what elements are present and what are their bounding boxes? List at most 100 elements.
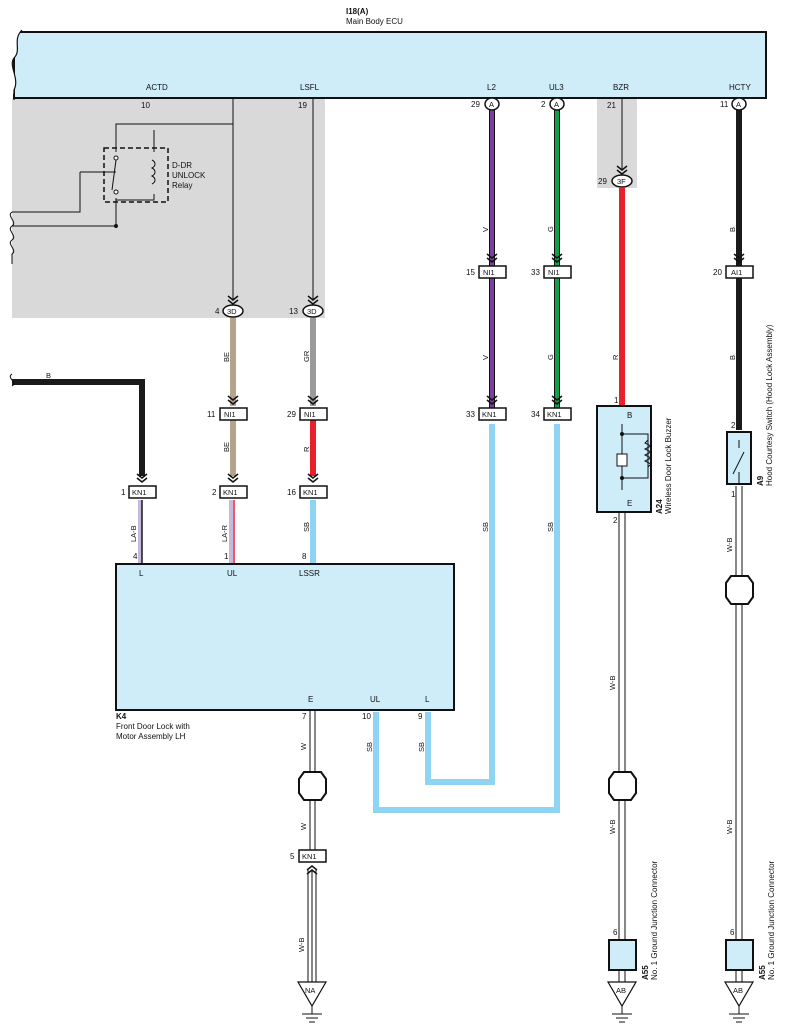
k4-pin-lssr: LSSR [299,569,320,578]
k4-pin-ul: UL [227,569,238,578]
label-wire-sb-l2: SB [481,522,490,532]
pin-lsfl: 19 [298,101,307,110]
ecu-terminal-bzr: BZR [613,83,629,92]
pin-buzzer-top: 1 [614,396,619,405]
label-wire-r-buzzer: R [611,354,620,360]
label-wire-w-b-buzzer-1: W-B [608,676,617,690]
connector-kn1-v: KN1 [478,407,507,421]
relay-label-line3: Relay [172,181,192,190]
pin-k4-l-bottom: 9 [418,712,423,721]
svg-text:KN1: KN1 [132,488,147,497]
label-wire-la-r: LA-R [220,524,229,542]
ground-ab-2-label: AB [733,986,743,995]
svg-text:KN1: KN1 [223,488,238,497]
k4-name-line2: Motor Assembly LH [116,732,186,741]
main-body-ecu [4,29,767,100]
connector-ni1-g: NI1 [543,265,572,279]
wire-la-r [229,500,235,564]
svg-text:KN1: KN1 [482,410,497,419]
label-wire-w-b-switch-2: W-B [725,820,734,834]
wire-w [307,710,317,982]
pin-3d-be: 4 [215,307,220,316]
pin-bzr: 21 [607,101,616,110]
pin-3f: 29 [598,177,607,186]
label-wire-g-1: G [546,226,555,232]
connector-kn1-w: KN1 [298,849,327,863]
label-wire-sb-ul-bottom: SB [365,742,374,752]
connector-kn1-b: KN1 [128,485,157,499]
a9-code: A9 [756,475,765,486]
label-wire-w-2: W [299,822,308,830]
label-wire-gr: GR [302,350,311,362]
label-wire-b-1: B [728,227,737,232]
junction-3d-be: 3D [222,304,244,318]
pin-k4-ul-bottom: 10 [362,712,371,721]
svg-text:NI1: NI1 [224,410,236,419]
pin-k4-e: 7 [302,712,307,721]
pin-kn1-g: 34 [531,410,540,419]
chevron-markers [136,165,745,875]
pin-l2: 29 [471,100,480,109]
pin-ul3: 2 [541,100,546,109]
ground-ab-1 [606,981,638,1023]
pin-buzzer-bottom: 2 [613,516,618,525]
ground-na [296,981,328,1023]
a24-name: Wireless Door Lock Buzzer [664,417,673,514]
svg-text:KN1: KN1 [302,852,317,861]
ecu-code: I18(A) [346,7,369,16]
pin-switch-bottom: 1 [731,490,736,499]
label-wire-sb-l-bottom: SB [417,742,426,752]
label-wire-be-2: BE [222,442,231,452]
pin-ni1-v: 15 [466,268,475,277]
pin-kn1-lar: 2 [212,488,217,497]
svg-text:3D: 3D [307,307,317,316]
junction-3d-gr: 3D [302,304,324,318]
pin-ni1-be: 11 [207,410,216,419]
label-wire-sb-ul3: SB [546,522,555,532]
wire-b-left [9,373,145,476]
k4-pin-ul2: UL [370,695,381,704]
junction-a-ul3: A [549,97,565,111]
switch-blade [732,451,745,475]
junction-a-l2: A [484,97,500,111]
svg-text:3D: 3D [227,307,237,316]
ecu-name: Main Body ECU [346,17,403,26]
connector-kn1-r: KN1 [299,485,328,499]
pin-kn1-v: 33 [466,410,475,419]
k4-pin-l2: L [425,695,430,704]
svg-text:KN1: KN1 [303,488,318,497]
a55-name-2: No. 1 Ground Junction Connector [767,860,776,980]
pin-ai1: 20 [713,268,722,277]
wire-w-b-switch [735,486,743,982]
svg-text:NI1: NI1 [304,410,316,419]
relay-circuit [9,98,234,300]
splice-w [298,771,327,801]
connector-ai1: AI1 [725,265,754,279]
ground-ab-2 [723,981,755,1023]
label-wire-w-b-na: W-B [297,938,306,952]
a24-code: A24 [655,499,664,514]
relay-junction-dot [114,224,118,228]
splice-w-b-buzzer [608,771,637,801]
ecu-terminal-actd: ACTD [146,83,168,92]
connector-ni1-v: NI1 [478,265,507,279]
label-wire-b-left: B [46,371,51,380]
junction-a-hcty: A [731,97,747,111]
k4-code: K4 [116,712,127,721]
relay-contact-2 [113,189,119,195]
svg-text:AI1: AI1 [731,268,742,277]
connector-ni1-be: NI1 [219,407,248,421]
bzr-shade-area [597,98,637,188]
pin-ni1-g: 33 [531,268,540,277]
pin-ni1-r: 29 [287,410,296,419]
relay-label-line2: UNLOCK [172,171,206,180]
relay-shade-area [12,98,325,318]
pin-actd: 10 [141,101,150,110]
svg-text:A: A [736,100,741,109]
svg-text:3F: 3F [617,177,626,186]
pin-kn1-w: 5 [290,852,295,861]
relay-contact-1 [113,155,119,161]
svg-text:A: A [554,100,559,109]
ecu-terminal-lsfl: LSFL [300,83,320,92]
